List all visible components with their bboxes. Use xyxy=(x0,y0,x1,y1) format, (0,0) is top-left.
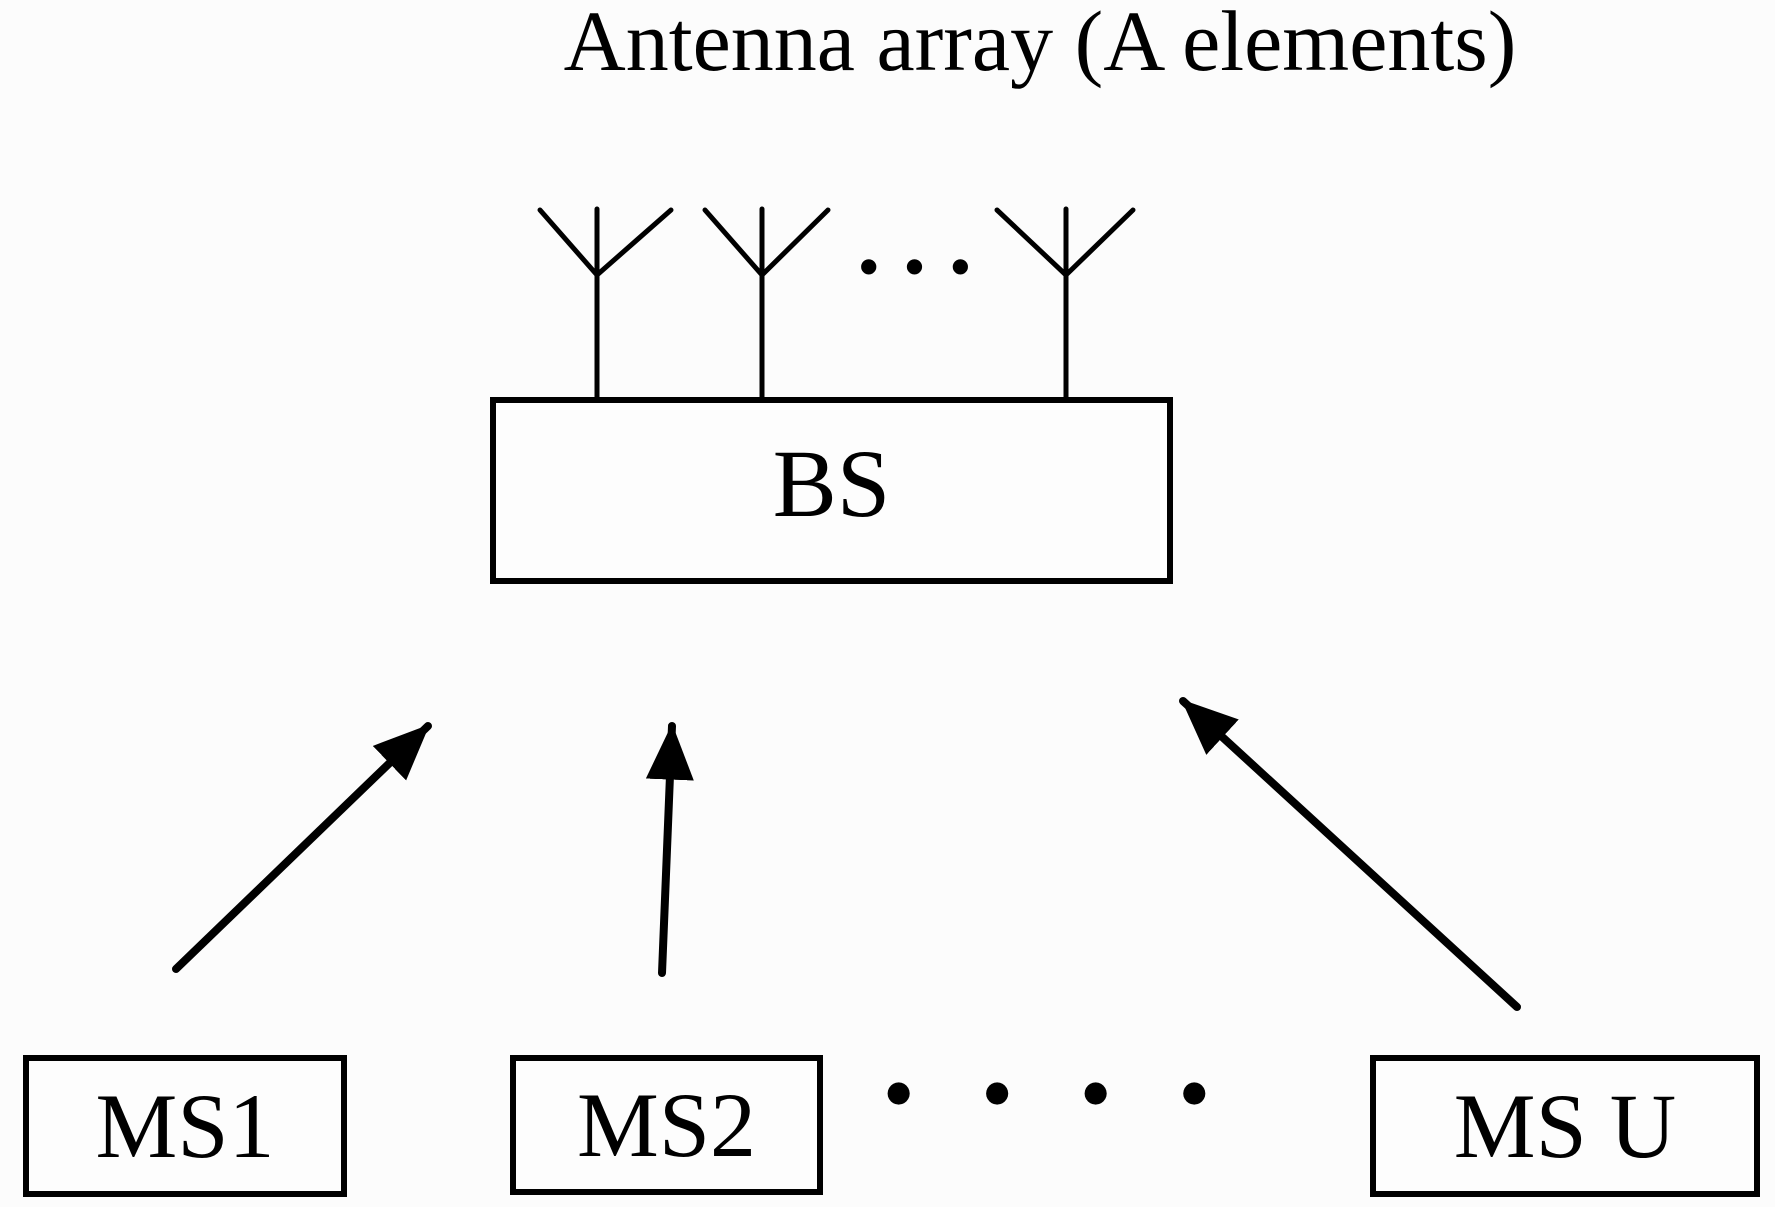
antenna-ellipsis: ● ● ● xyxy=(860,253,970,277)
uplink-arrow-ms2 xyxy=(645,722,694,977)
antenna-arm-left xyxy=(537,207,600,278)
antenna-icon-2 xyxy=(702,206,831,401)
antenna-arm-right xyxy=(594,207,674,278)
msU-label: MS U xyxy=(1453,1075,1677,1177)
uplink-arrow-ms1 xyxy=(172,722,432,973)
ms-ellipsis: ● ● ● ● xyxy=(886,1074,1207,1108)
ms1-label: MS1 xyxy=(95,1075,275,1177)
uplink-arrow-msU xyxy=(1179,697,1521,1011)
bs-label: BS xyxy=(772,430,891,537)
ms2-box: MS2 xyxy=(510,1055,823,1195)
antenna-arm-left xyxy=(702,207,765,278)
antenna-icon-1 xyxy=(537,206,674,401)
figure-title: Antenna array (A elements) xyxy=(563,0,1517,89)
antenna-icon-3 xyxy=(994,206,1136,401)
bs-box: BS xyxy=(490,397,1173,584)
antenna-arm-right xyxy=(759,207,831,278)
ms2-label: MS2 xyxy=(577,1074,756,1176)
ms1-box: MS1 xyxy=(23,1055,347,1197)
antenna-arm-left xyxy=(994,207,1069,278)
msU-box: MS U xyxy=(1370,1055,1760,1197)
antenna-arm-right xyxy=(1063,207,1136,278)
